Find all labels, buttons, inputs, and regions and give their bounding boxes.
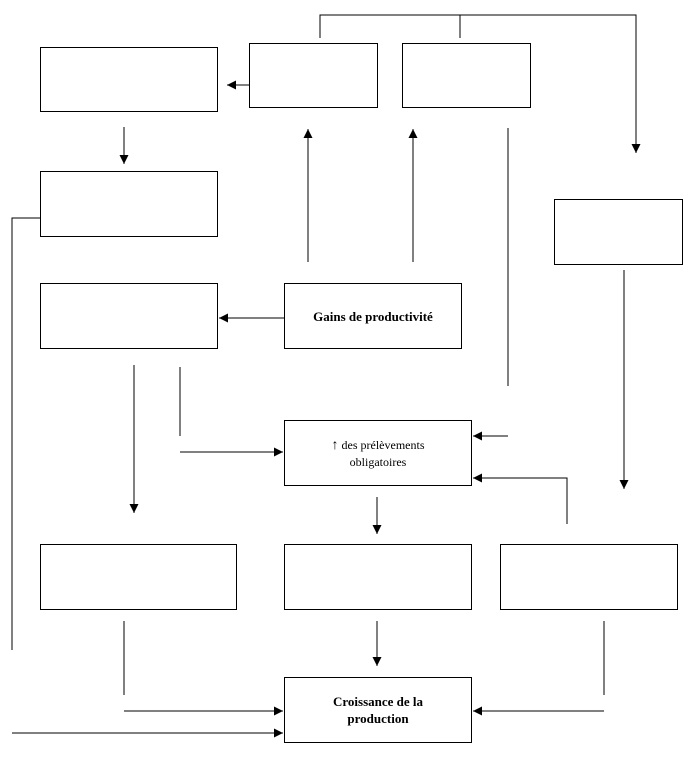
box-croissance-production: Croissance de la production — [284, 677, 472, 743]
box-bottom-right — [500, 544, 678, 610]
box-bottom-middle — [284, 544, 472, 610]
gains-label: Gains de productivité — [313, 308, 433, 324]
line-far-left — [11, 217, 40, 650]
box-far-right — [554, 199, 683, 265]
croissance-line1: Croissance de la — [332, 694, 424, 709]
connector-top-bracket — [319, 14, 641, 153]
box-top-middle — [249, 43, 378, 108]
box-bottom-left — [40, 544, 237, 610]
box-gains-productivite: Gains de productivité — [284, 283, 462, 349]
up-arrow-icon: ↑ — [331, 437, 339, 453]
box-prelevements: ↑ des prélèvements obligatoires — [284, 420, 472, 486]
box-left-second — [40, 171, 218, 237]
croissance-line2: production — [347, 711, 409, 726]
box-top-left — [40, 47, 218, 112]
prelevements-line1: des prélèvements — [341, 437, 425, 452]
box-top-right — [402, 43, 531, 108]
prelevements-line2: obligatoires — [349, 454, 407, 469]
box-left-third — [40, 283, 218, 349]
arrow-bottom-right-to-prelevements — [473, 473, 568, 524]
